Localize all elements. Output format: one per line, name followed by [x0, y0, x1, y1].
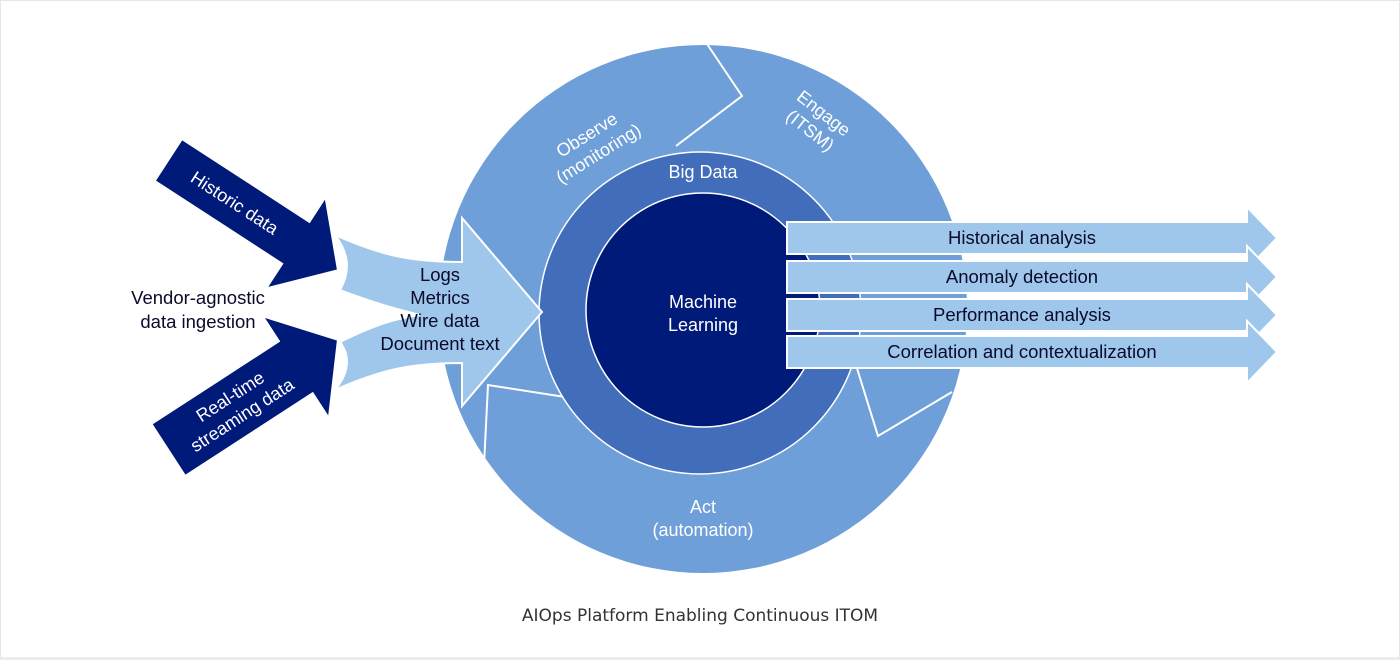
output-arrow-shape — [786, 281, 1279, 349]
data-type-document-text: Document text — [380, 333, 499, 354]
output-arrow: Historical analysis — [786, 204, 1279, 272]
output-arrow: Performance analysis — [786, 281, 1279, 349]
ingestion-arrow — [331, 215, 544, 409]
data-type-metrics: Metrics — [410, 287, 470, 308]
historic-data-arrow: Historic data — [156, 140, 337, 287]
output-label: Correlation and contextualization — [887, 341, 1156, 362]
output-arrow-shape — [786, 243, 1279, 311]
big-data-label: Big Data — [668, 162, 738, 182]
data-type-logs: Logs — [420, 264, 460, 285]
observe-engage-divider — [675, 40, 744, 147]
ingestion-label-1: Vendor-agnostic — [131, 287, 265, 308]
output-label: Performance analysis — [933, 304, 1111, 325]
act-observe-divider — [483, 383, 566, 466]
output-arrow-shape — [786, 204, 1279, 272]
output-label: Anomaly detection — [946, 266, 1098, 287]
diagram-caption: AIOps Platform Enabling Continuous ITOM — [521, 606, 879, 626]
output-arrow: Anomaly detection — [786, 243, 1279, 311]
core-label-2: Learning — [668, 315, 738, 335]
engage-act-divider — [855, 364, 953, 438]
output-arrow-shape — [786, 318, 1279, 386]
core-label-1: Machine — [669, 292, 737, 312]
act-label-1: Act — [690, 497, 716, 517]
output-arrow: Correlation and contextualization — [786, 318, 1279, 386]
data-type-wire-data: Wire data — [400, 310, 480, 331]
output-label: Historical analysis — [948, 227, 1096, 248]
ingestion-label-2: data ingestion — [140, 311, 255, 332]
act-label-2: (automation) — [652, 520, 753, 540]
